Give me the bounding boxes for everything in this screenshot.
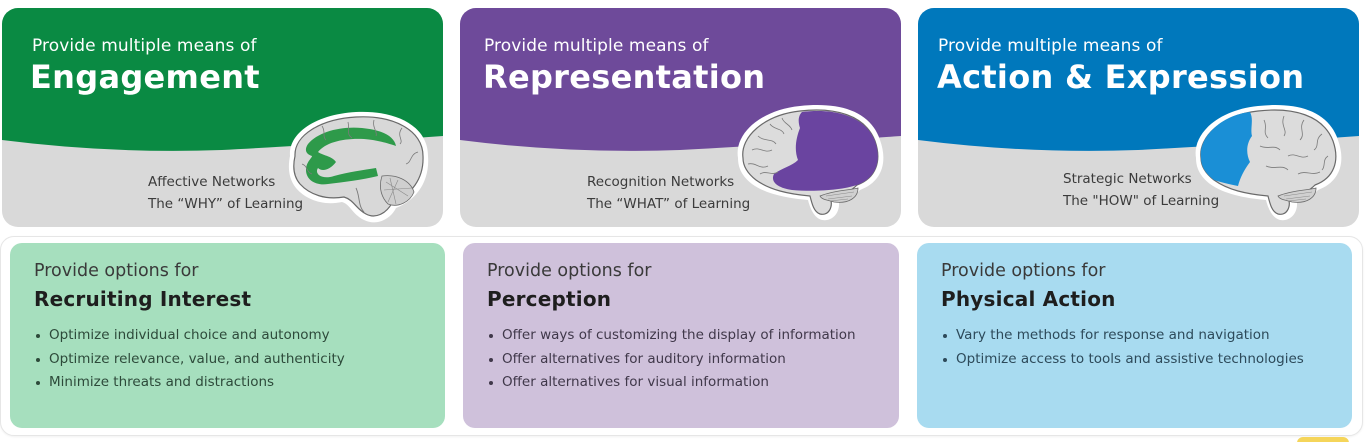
representation-header-card: Provide multiple means of Representation… [460,8,901,227]
list-item: Optimize relevance, value, and authentic… [34,348,445,372]
action-expression-header-card: Provide multiple means of Action & Expre… [918,8,1359,227]
network-subtitle: The "HOW" of Learning [1063,193,1220,209]
network-name: Recognition Networks [587,174,735,190]
principle-title: Representation [483,58,766,96]
physical-action-card: Provide options for Physical Action Vary… [917,243,1352,428]
option-focus: Recruiting Interest [34,287,252,311]
network-subtitle: The “WHAT” of Learning [587,196,751,212]
list-item: Vary the methods for response and naviga… [941,324,1352,348]
header-color-band [2,8,443,227]
recruiting-interest-card: Provide options for Recruiting Interest … [10,243,445,428]
principle-eyebrow: Provide multiple means of [484,36,709,56]
option-focus: Perception [487,287,612,311]
option-lead: Provide options for [941,261,1106,281]
brain-posterior-icon [730,100,890,224]
network-name: Strategic Networks [1063,171,1192,187]
option-list: Vary the methods for response and naviga… [941,324,1352,371]
option-list: Offer ways of customizing the display of… [487,324,899,395]
principle-eyebrow: Provide multiple means of [32,36,257,56]
principles-row: Provide multiple means of Engagement Aff… [0,8,1370,228]
list-item: Minimize threats and distractions [34,371,445,395]
engagement-header-card: Provide multiple means of Engagement Aff… [2,8,443,227]
network-label: Affective Networks The “WHY” of Learning [148,171,303,215]
principle-title: Action & Expression [937,58,1305,96]
list-item: Offer alternatives for visual informatio… [487,371,899,395]
brain-medial-icon [278,104,438,226]
network-label: Strategic Networks The "HOW" of Learning [1063,168,1219,212]
perception-card: Provide options for Perception Offer way… [463,243,899,428]
option-focus: Physical Action [941,287,1116,311]
network-name: Affective Networks [148,174,276,190]
option-lead: Provide options for [487,261,652,281]
corner-tab [1297,437,1349,442]
principle-title: Engagement [30,58,260,96]
list-item: Optimize access to tools and assistive t… [941,348,1352,372]
brain-frontal-icon [1188,100,1348,224]
network-label: Recognition Networks The “WHAT” of Learn… [587,171,750,215]
list-item: Optimize individual choice and autonomy [34,324,445,348]
network-subtitle: The “WHY” of Learning [148,196,304,212]
list-item: Offer alternatives for auditory informat… [487,348,899,372]
option-lead: Provide options for [34,261,199,281]
list-item: Offer ways of customizing the display of… [487,324,899,348]
principle-eyebrow: Provide multiple means of [938,36,1163,56]
option-list: Optimize individual choice and autonomy … [34,324,445,395]
